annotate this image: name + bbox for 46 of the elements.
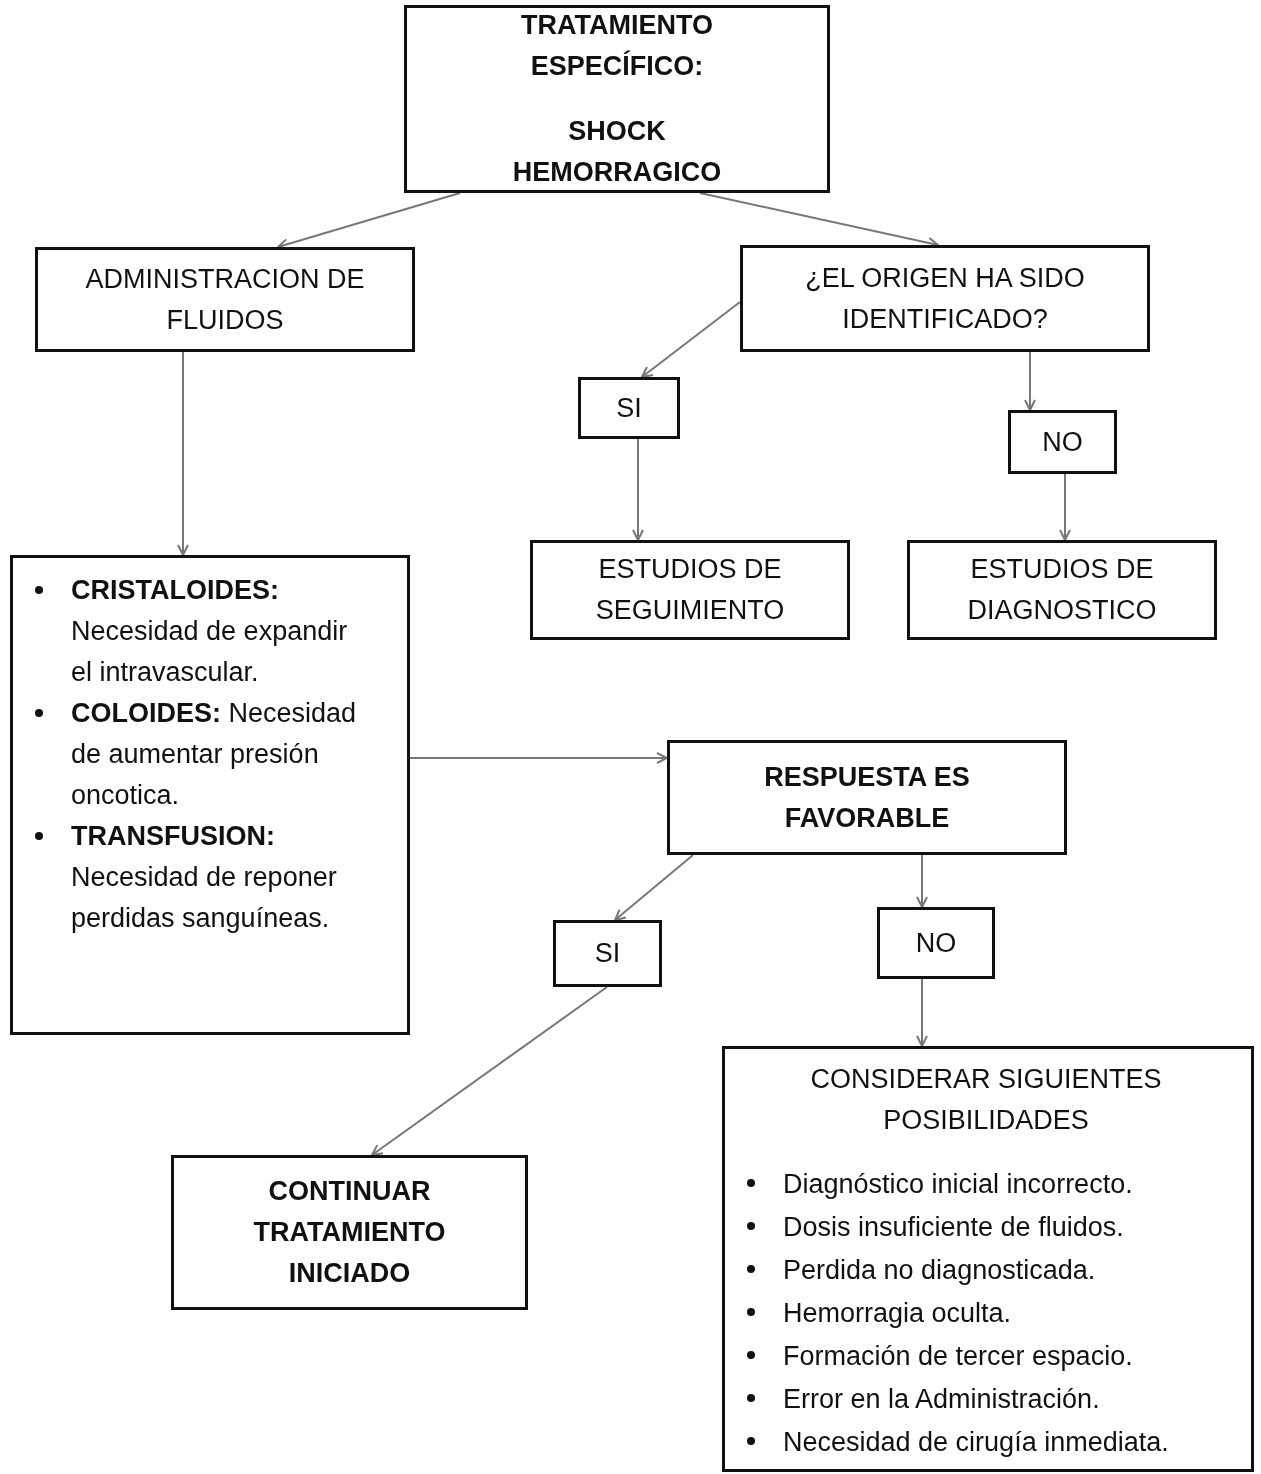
bullet-item: Necesidad de cirugía inmediata. [725, 1421, 1247, 1464]
bullet-item: CRISTALOIDES: Necesidad de expandir el intravascular. [13, 570, 371, 693]
box-label: SHOCK HEMORRAGICO [511, 115, 723, 189]
bullet-item: Error en la Administración. [725, 1378, 1247, 1421]
process-box [553, 920, 662, 987]
arrow [614, 854, 694, 921]
arrow [177, 351, 189, 556]
arrow [409, 752, 668, 764]
process-box [35, 247, 415, 352]
bullet-item: Diagnóstico inicial incorrecto. [725, 1163, 1247, 1206]
box-label: NO [915, 926, 957, 960]
bullet-item: COLOIDES: Necesidad de aumentar presión oncotica. [13, 693, 371, 816]
process-box [530, 540, 850, 640]
bullet-item: Formación de tercer espacio. [725, 1335, 1247, 1378]
box-label: SI [616, 391, 642, 425]
process-box [171, 1155, 528, 1310]
box-label: ADMINISTRACION DE FLUIDOS [84, 262, 366, 337]
arrow [1024, 351, 1036, 411]
arrow [1059, 473, 1071, 541]
process-box [740, 245, 1150, 352]
box-heading: CONSIDERAR SIGUIENTES POSIBILIDADES [809, 1063, 1163, 1137]
process-box [877, 907, 995, 979]
box-label: SI [594, 937, 621, 970]
arrow [632, 438, 644, 541]
bullet-item: Perdida no diagnosticada. [725, 1249, 1247, 1292]
process-box [907, 540, 1217, 640]
box-label: ESTUDIOS DE SEGUIMIENTO [594, 553, 786, 627]
box-label: TRATAMIENTO ESPECÍFICO: [520, 9, 714, 83]
process-box [578, 377, 680, 439]
process-box [404, 5, 830, 193]
bullet-item: Dosis insuficiente de fluidos. [725, 1206, 1247, 1249]
box-label: CONTINUAR TRATAMIENTO INICIADO [252, 1175, 447, 1290]
bullet-item: Hemorragia oculta. [725, 1292, 1247, 1335]
arrow [641, 301, 741, 378]
list-box [722, 1046, 1254, 1472]
list-box [10, 555, 410, 1035]
box-label: ESTUDIOS DE DIAGNOSTICO [966, 553, 1158, 627]
process-box [667, 740, 1067, 855]
bullet-item: TRANSFUSION: Necesidad de reponer perdidas sanguíneas. [13, 816, 371, 939]
arrow [916, 978, 928, 1047]
box-label: ¿EL ORIGEN HA SIDO IDENTIFICADO? [804, 261, 1086, 336]
box-label: RESPUESTA ES FAVORABLE [763, 760, 971, 835]
arrow [916, 854, 928, 908]
process-box [1008, 410, 1117, 474]
arrow [371, 986, 608, 1156]
box-label: NO [1042, 425, 1083, 459]
